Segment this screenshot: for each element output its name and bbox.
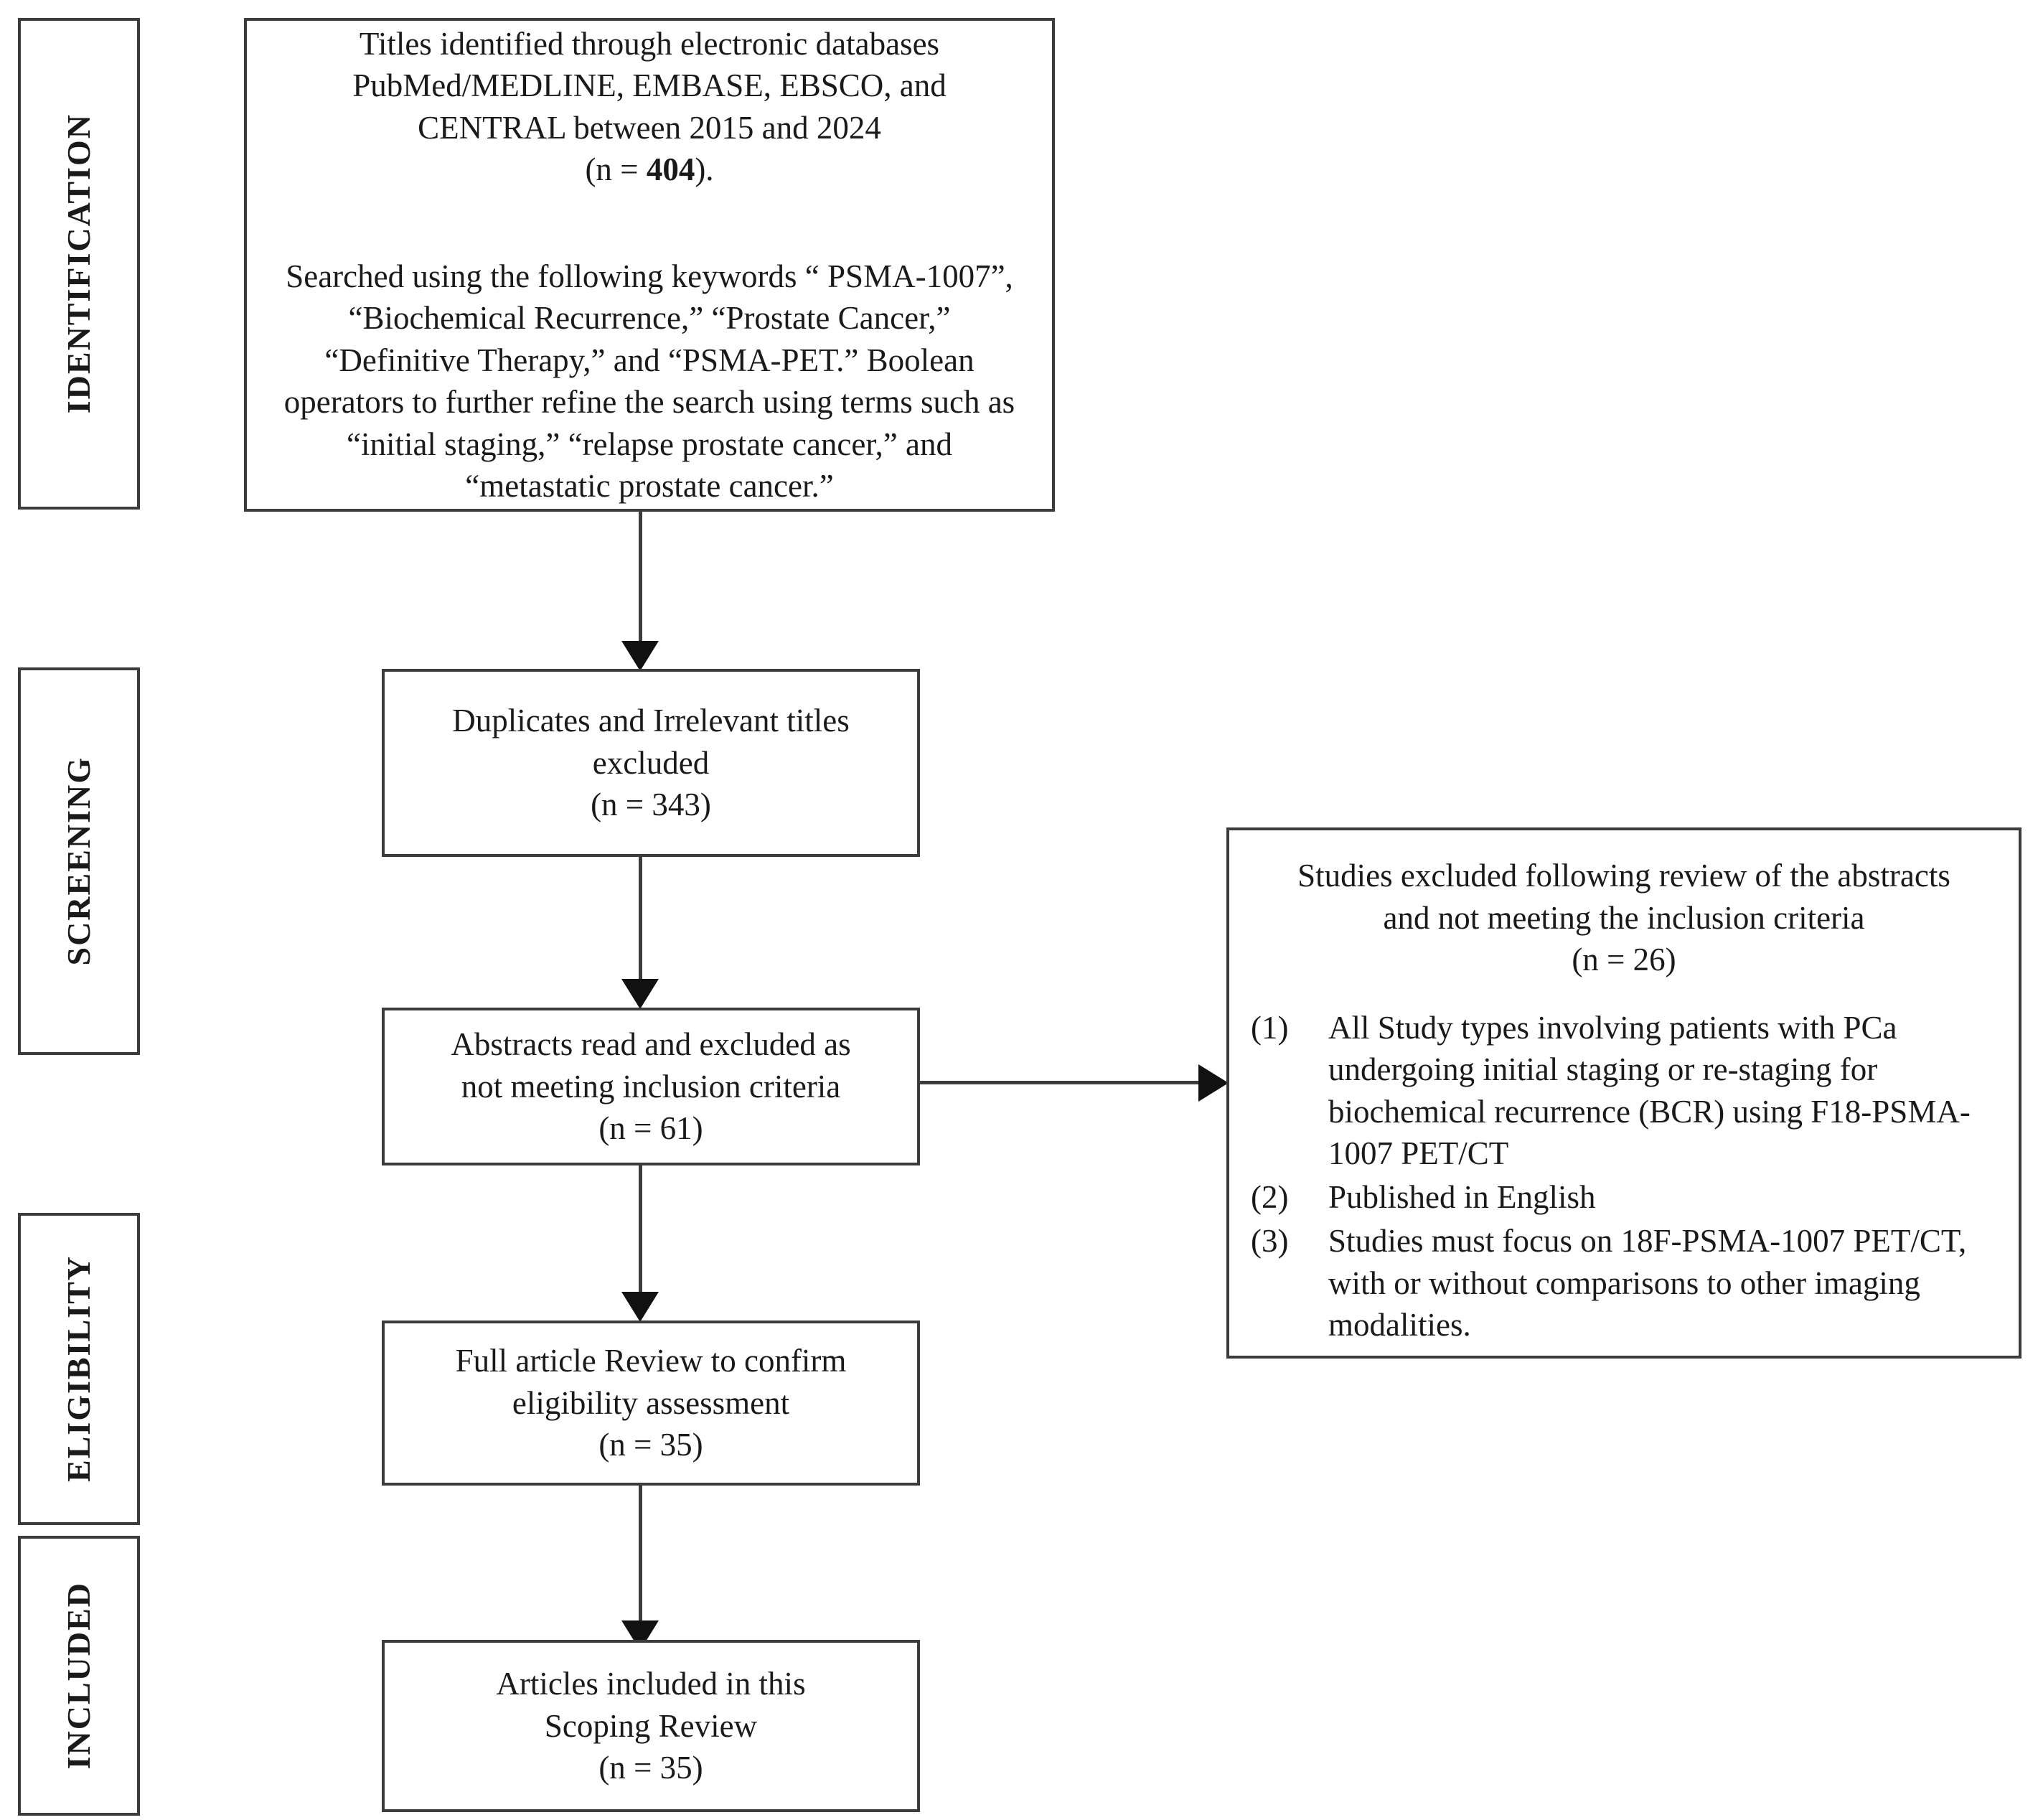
identification-count-prefix: (n = — [585, 151, 647, 187]
included-box: Articles included in this Scoping Review… — [382, 1640, 920, 1812]
fulltext-line-1: Full article Review to confirm — [455, 1343, 847, 1379]
identification-line-3: CENTRAL between 2015 and 2024 — [418, 109, 881, 146]
included-count: (n = 35) — [598, 1750, 703, 1786]
arrowhead-duplicates-to-abstracts — [621, 979, 659, 1009]
identification-line-2: PubMed/MEDLINE, EMBASE, EBSCO, and — [352, 67, 947, 103]
exclusion-header-count: (n = 26) — [1572, 942, 1676, 977]
list-item: (3) Studies must focus on 18F-PSMA-1007 … — [1251, 1220, 1997, 1346]
identification-count: (n = 404). — [566, 149, 732, 191]
connector-duplicates-to-abstracts — [639, 857, 642, 982]
abstracts-count: (n = 61) — [598, 1110, 703, 1147]
exclusion-item-marker-3: (3) — [1251, 1223, 1289, 1260]
abstracts-line-2: not meeting inclusion criteria — [461, 1068, 841, 1104]
duplicates-box: Duplicates and Irrelevant titles exclude… — [382, 669, 920, 857]
stage-box-eligibility: ELIGIBILITY — [18, 1213, 140, 1525]
connector-abstracts-to-exclusion — [920, 1081, 1203, 1084]
identification-count-value: 404 — [646, 151, 695, 187]
arrowhead-identification-to-duplicates — [621, 641, 659, 671]
duplicates-line-2: excluded — [592, 744, 710, 781]
connector-fulltext-to-included — [639, 1486, 642, 1626]
fulltext-box: Full article Review to confirm eligibili… — [382, 1321, 920, 1486]
identification-line-1: Titles identified through electronic dat… — [359, 25, 940, 62]
arrowhead-abstracts-to-fulltext — [621, 1292, 659, 1322]
duplicates-line-1: Duplicates and Irrelevant titles — [452, 703, 850, 739]
exclusion-item-marker-1: (1) — [1251, 1009, 1289, 1046]
stage-label-eligibility: ELIGIBILITY — [60, 1255, 97, 1483]
arrowhead-abstracts-to-exclusion — [1198, 1064, 1229, 1102]
identification-box: Titles identified through electronic dat… — [244, 18, 1055, 512]
duplicates-count: (n = 343) — [591, 787, 711, 823]
included-line-1: Articles included in this — [496, 1666, 806, 1702]
abstracts-box: Abstracts read and excluded as not meeti… — [382, 1008, 920, 1165]
stage-label-screening: SCREENING — [60, 756, 97, 966]
exclusion-header-line-2: and not meeting the inclusion criteria — [1383, 899, 1865, 936]
fulltext-line-2: eligibility assessment — [512, 1384, 790, 1421]
fulltext-count: (n = 35) — [598, 1427, 703, 1463]
exclusion-box: Studies excluded following review of the… — [1226, 827, 2021, 1359]
stage-label-included: INCLUDED — [60, 1582, 97, 1770]
exclusion-header-line-1: Studies excluded following review of the… — [1297, 858, 1950, 893]
list-item: (2) Published in English — [1251, 1176, 1997, 1219]
connector-abstracts-to-fulltext — [639, 1165, 642, 1295]
identification-keywords-paragraph: Searched using the following keywords “ … — [283, 258, 1015, 505]
abstracts-line-1: Abstracts read and excluded as — [451, 1026, 851, 1063]
exclusion-item-text-3: Studies must focus on 18F-PSMA-1007 PET/… — [1328, 1223, 1967, 1343]
connector-identification-to-duplicates — [639, 512, 642, 644]
stage-box-screening: SCREENING — [18, 667, 140, 1055]
exclusion-criteria-list: (1) All Study types involving patients w… — [1251, 1007, 1997, 1346]
exclusion-box-header: Studies excluded following review of the… — [1251, 855, 1997, 981]
included-line-2: Scoping Review — [544, 1707, 758, 1744]
stage-box-identification: IDENTIFICATION — [18, 18, 140, 510]
stage-label-identification: IDENTIFICATION — [60, 113, 97, 414]
exclusion-item-marker-2: (2) — [1251, 1179, 1289, 1216]
list-item: (1) All Study types involving patients w… — [1251, 1007, 1997, 1175]
identification-count-suffix: ). — [695, 151, 714, 187]
exclusion-item-text-2: Published in English — [1328, 1179, 1596, 1216]
stage-box-included: INCLUDED — [18, 1536, 140, 1816]
exclusion-item-text-1: All Study types involving patients with … — [1328, 1009, 1971, 1172]
